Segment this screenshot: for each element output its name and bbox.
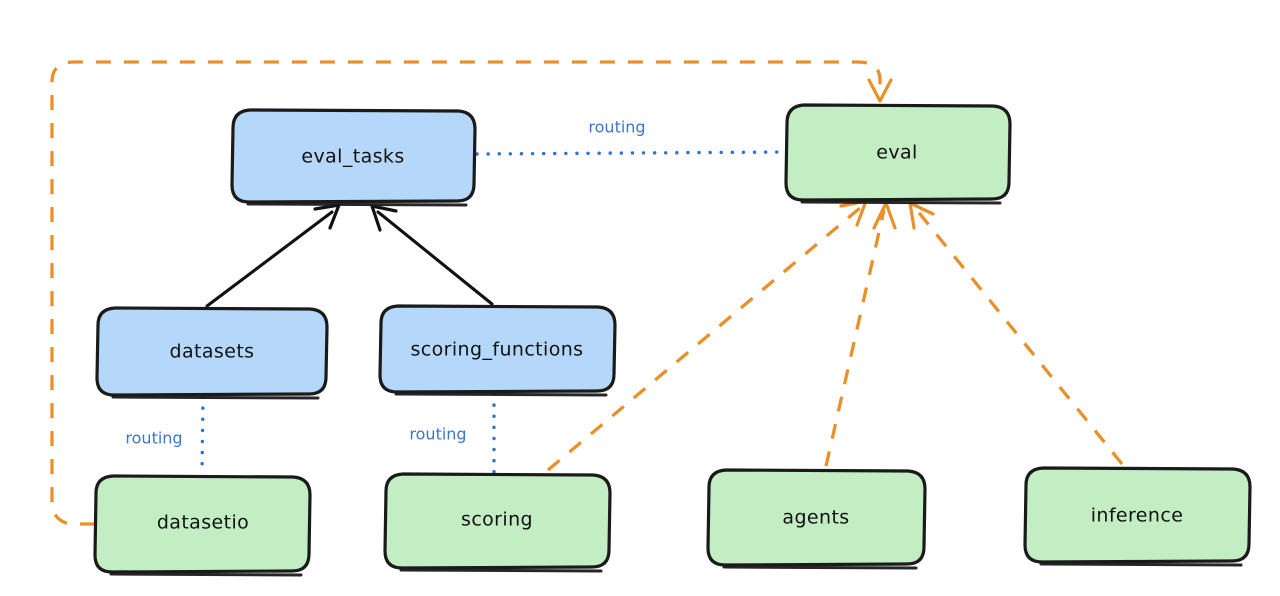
edge-inference-eval-line bbox=[914, 207, 1124, 466]
edge-evaltasks-eval-line bbox=[475, 150, 786, 156]
edge-scoringfunctions-evaltasks bbox=[370, 204, 494, 306]
edge-scoringfunctions-scoring: routing bbox=[409, 392, 496, 474]
node-scoring-functions-label: scoring_functions bbox=[411, 339, 584, 361]
node-datasets[interactable]: datasets bbox=[95, 306, 329, 400]
node-inference[interactable]: inference bbox=[1023, 466, 1252, 567]
edge-agents-eval-line bbox=[824, 209, 886, 467]
edge-scoring-eval-line bbox=[546, 206, 862, 472]
node-eval-label: eval bbox=[876, 142, 917, 164]
edge-agents-eval-arrowhead bbox=[872, 201, 897, 230]
node-inference-label: inference bbox=[1091, 505, 1184, 527]
edge-label-routing-evaltasks-eval: routing bbox=[588, 118, 645, 137]
node-scoring[interactable]: scoring bbox=[383, 472, 612, 573]
edge-agents-eval bbox=[824, 201, 897, 467]
node-datasetio-box bbox=[93, 474, 312, 574]
node-datasetio-shadow bbox=[109, 572, 303, 577]
edge-datasets-evaltasks bbox=[205, 203, 341, 308]
edge-datasetio-eval-line bbox=[50, 60, 882, 526]
node-eval-shadow bbox=[800, 200, 1002, 205]
node-inference-box bbox=[1023, 466, 1252, 564]
edge-datasetio-eval bbox=[50, 60, 893, 526]
node-scoring-box bbox=[383, 472, 612, 570]
edge-datasetio-eval-arrowhead bbox=[867, 78, 893, 103]
node-eval-tasks-box bbox=[230, 108, 477, 204]
node-agents[interactable]: agents bbox=[706, 468, 927, 570]
node-eval-box bbox=[784, 103, 1012, 202]
node-datasets-shadow bbox=[111, 395, 320, 400]
node-eval-tasks-label: eval_tasks bbox=[301, 146, 404, 168]
edge-layer: routing routing routing bbox=[50, 60, 1124, 526]
node-scoring-shadow bbox=[399, 568, 603, 573]
node-eval-tasks[interactable]: eval_tasks bbox=[230, 108, 477, 207]
node-scoring-functions-box bbox=[378, 304, 617, 394]
node-inference-shadow bbox=[1039, 562, 1243, 567]
node-scoring-functions-shadow bbox=[394, 392, 608, 397]
node-agents-box bbox=[706, 468, 927, 567]
edge-datasets-evaltasks-line bbox=[205, 210, 334, 308]
edge-label-routing-scoringfunctions-scoring: routing bbox=[409, 425, 466, 444]
node-eval-tasks-shadow bbox=[246, 202, 468, 207]
edge-evaltasks-eval: routing bbox=[475, 118, 786, 156]
node-datasets-box bbox=[95, 306, 329, 397]
node-datasets-label: datasets bbox=[170, 341, 255, 363]
node-layer: eval_tasks eval datasets scoring_functio… bbox=[93, 103, 1252, 577]
edge-inference-eval bbox=[908, 201, 1124, 466]
node-datasetio[interactable]: datasetio bbox=[93, 474, 312, 577]
node-scoring-label: scoring bbox=[461, 509, 533, 531]
edge-datasets-datasetio: routing bbox=[125, 395, 205, 476]
node-eval[interactable]: eval bbox=[784, 103, 1012, 205]
node-agents-label: agents bbox=[782, 507, 849, 529]
node-scoring-functions[interactable]: scoring_functions bbox=[378, 304, 617, 397]
node-agents-shadow bbox=[722, 565, 918, 570]
edge-label-routing-datasets-datasetio: routing bbox=[125, 429, 182, 448]
edge-scoringfunctions-evaltasks-line bbox=[376, 210, 494, 306]
edge-datasets-datasetio-line bbox=[200, 395, 205, 476]
node-datasetio-label: datasetio bbox=[157, 512, 249, 534]
